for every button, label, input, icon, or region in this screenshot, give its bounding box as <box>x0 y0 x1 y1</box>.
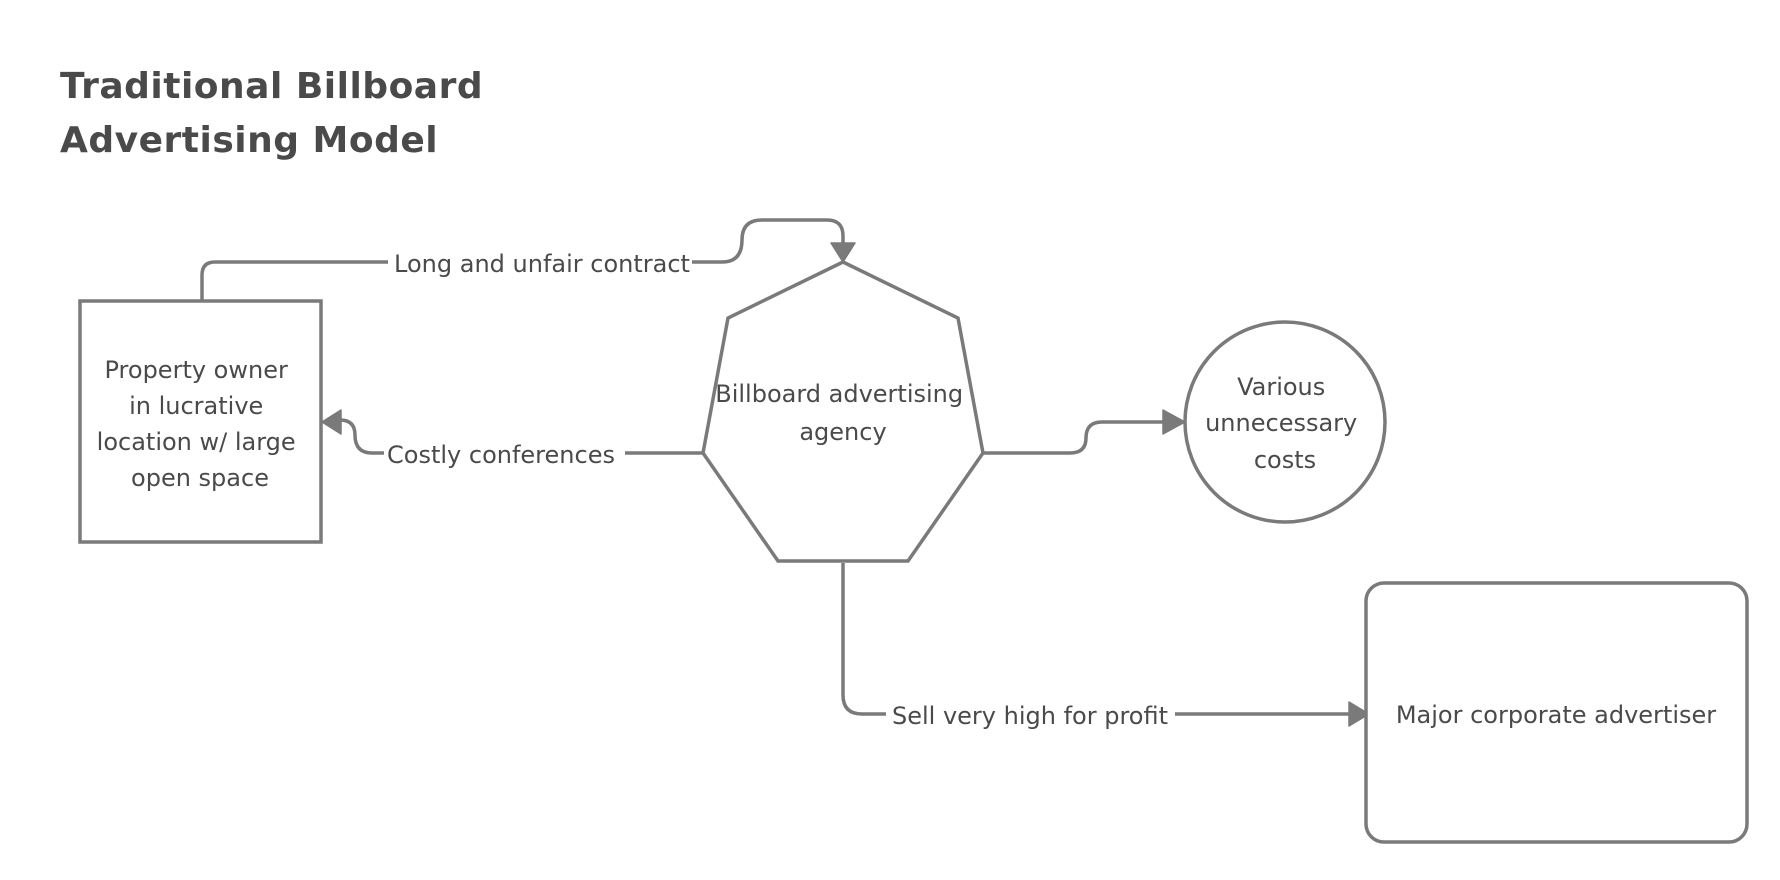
node-advertiser-line-1: Major corporate advertiser <box>1396 701 1716 729</box>
edge-sell-line-a <box>841 563 886 716</box>
node-property-owner[interactable]: Property owner in lucrative location w/ … <box>78 299 323 544</box>
edge-to-costs[interactable] <box>983 409 1186 455</box>
node-agency-line-1: Billboard advertising <box>715 380 963 408</box>
edge-sell-arrowhead <box>1348 701 1370 727</box>
title-line-1: Traditional Billboard <box>60 66 483 107</box>
node-advertiser[interactable]: Major corporate advertiser <box>1364 581 1749 844</box>
edge-to-costs-line <box>983 420 1163 455</box>
node-costs[interactable]: Various unnecessary costs <box>1183 320 1387 524</box>
edge-sell-label: Sell very high for profit <box>892 702 1168 730</box>
node-property-owner-line-1: Property owner <box>105 356 288 384</box>
edge-contract-line-b <box>692 218 845 264</box>
diagram-title: Traditional Billboard Advertising Model <box>60 66 483 161</box>
title-line-2: Advertising Model <box>60 120 438 161</box>
node-property-owner-line-4: open space <box>131 464 269 492</box>
node-agency-shape <box>701 260 985 563</box>
node-costs-line-2: unnecessary <box>1205 409 1357 437</box>
edge-contract-label: Long and unfair contract <box>394 250 690 278</box>
edge-sell[interactable]: Sell very high for profit <box>841 563 1370 730</box>
node-costs-shape <box>1183 320 1387 524</box>
node-property-owner-line-2: in lucrative <box>129 392 263 420</box>
edge-conferences-arrowhead <box>321 409 342 435</box>
node-agency-text: Billboard advertising agency <box>715 380 971 446</box>
edge-contract-arrowhead <box>830 242 856 263</box>
edge-conferences-label: Costly conferences <box>387 441 615 469</box>
edge-to-costs-arrowhead <box>1162 409 1186 435</box>
edge-conferences-line-b <box>339 418 384 455</box>
node-costs-line-3: costs <box>1254 446 1316 474</box>
node-advertiser-text: Major corporate advertiser <box>1396 701 1716 729</box>
node-advertiser-shape <box>1364 581 1749 844</box>
edge-contract-line-a <box>200 260 388 300</box>
node-property-owner-line-3: location w/ large <box>97 428 296 456</box>
node-agency-line-2: agency <box>799 418 886 446</box>
node-property-owner-shape <box>78 299 323 544</box>
edge-contract[interactable]: Long and unfair contract <box>200 218 856 300</box>
node-costs-line-1: Various <box>1237 373 1325 401</box>
node-property-owner-text: Property owner in lucrative location w/ … <box>97 356 304 492</box>
node-costs-text: Various unnecessary costs <box>1205 373 1365 474</box>
node-agency[interactable]: Billboard advertising agency <box>701 260 985 563</box>
edge-conferences[interactable]: Costly conferences <box>321 409 703 469</box>
